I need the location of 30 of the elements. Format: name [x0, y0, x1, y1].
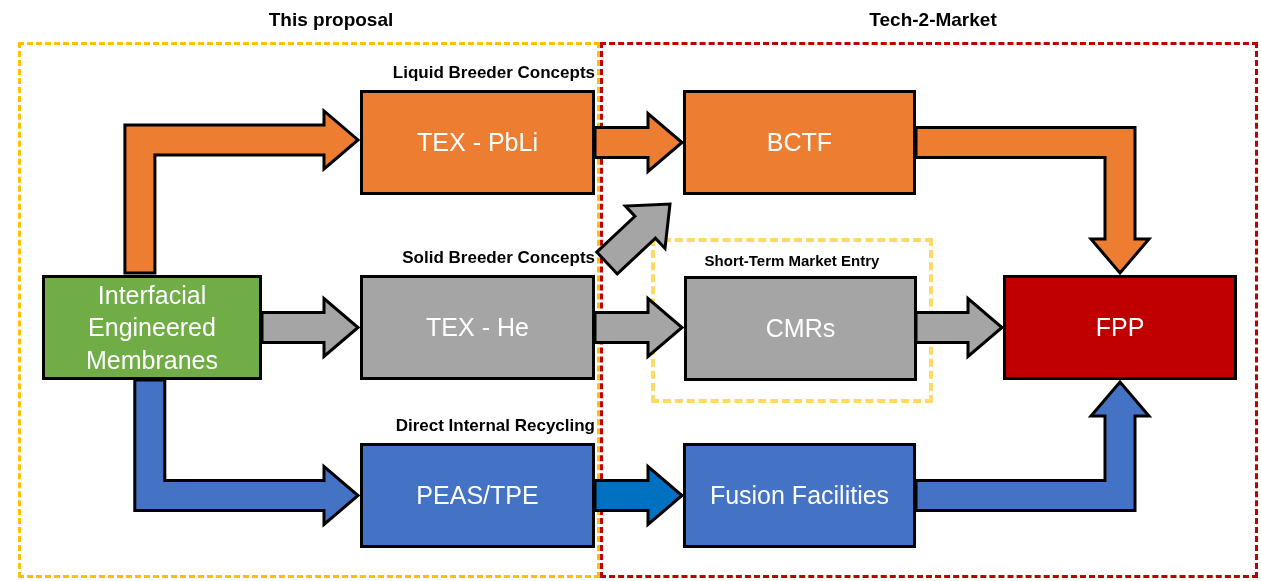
process-box [683, 443, 916, 548]
block-arrow [914, 379, 1153, 512]
box-heading: Direct Internal Recycling [395, 416, 595, 436]
box-label: Fusion Facilities [708, 480, 891, 512]
dashed-group-box [651, 238, 933, 403]
group-heading: Short-Term Market Entry [703, 252, 881, 269]
block-arrow [593, 110, 685, 175]
block-arrow [914, 126, 1153, 276]
box-label: CMRs [764, 313, 837, 345]
block-arrow [593, 463, 685, 528]
box-label: PEAS/TPE [415, 480, 540, 512]
box-label: FPP [1094, 312, 1146, 344]
block-arrow [914, 295, 1005, 360]
block-arrow [123, 107, 361, 275]
box-label: BCTF [765, 127, 834, 159]
process-box [684, 276, 917, 381]
region-heading: Tech-2-Market [868, 9, 998, 31]
box-heading: Solid Breeder Concepts [402, 248, 595, 268]
box-label: Interfacial Engineered Membranes [85, 279, 219, 376]
process-box [42, 275, 262, 380]
region-heading: This proposal [267, 9, 395, 31]
box-heading: Liquid Breeder Concepts [392, 63, 595, 83]
box-label: TEX - He [425, 312, 530, 344]
process-box [683, 90, 916, 195]
block-arrow [133, 378, 361, 528]
box-label: TEX - PbLi [416, 127, 539, 159]
process-box [1003, 275, 1237, 380]
block-arrow [594, 202, 672, 277]
block-arrow [260, 295, 361, 360]
block-arrow [593, 295, 685, 360]
